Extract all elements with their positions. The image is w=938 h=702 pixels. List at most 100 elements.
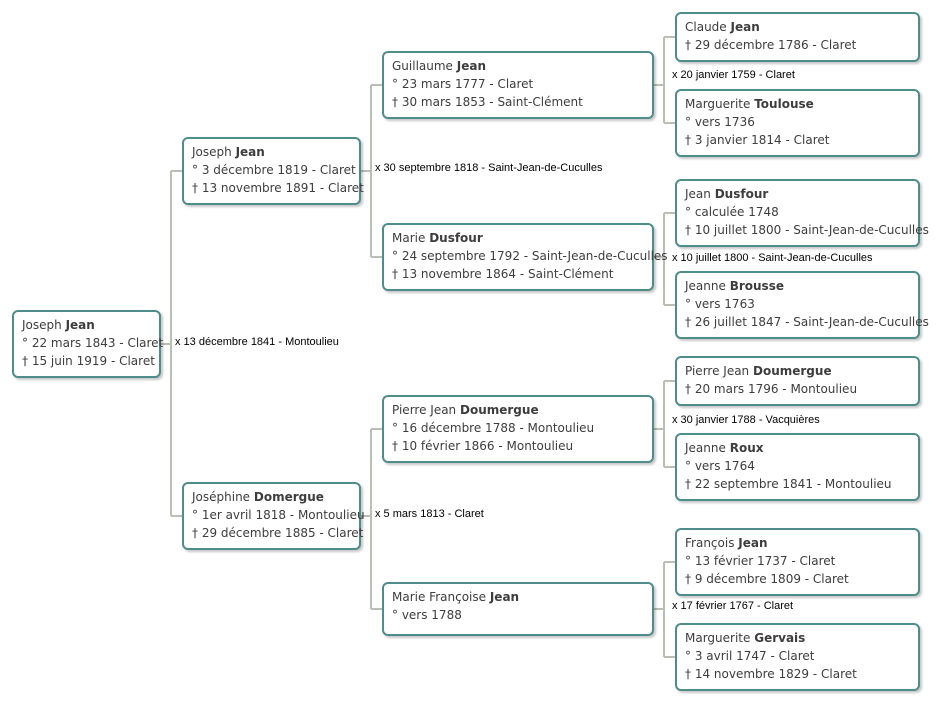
given-name: Guillaume bbox=[392, 59, 453, 73]
life-event: † 29 décembre 1885 - Claret bbox=[192, 526, 364, 540]
surname: Jean bbox=[235, 145, 265, 159]
marriage-label-gen2: x 13 décembre 1841 - Montoulieu bbox=[175, 335, 339, 349]
marriage-label-gg-2: x 10 juillet 1800 - Saint-Jean-de-Cucull… bbox=[672, 251, 873, 265]
surname: Doumergue bbox=[753, 364, 832, 378]
person-card-great-grandparent-1[interactable]: Claude Jean † 29 décembre 1786 - Claret bbox=[675, 12, 920, 62]
life-event: ° vers 1764 bbox=[685, 459, 755, 473]
surname: Jean bbox=[456, 59, 487, 73]
life-event: † 22 septembre 1841 - Montoulieu bbox=[685, 477, 892, 491]
surname: Roux bbox=[729, 441, 764, 455]
surname: Jean bbox=[738, 536, 768, 550]
given-name: Claude bbox=[685, 20, 727, 34]
life-event: † 26 juillet 1847 - Saint-Jean-de-Cucull… bbox=[685, 315, 929, 329]
person-card-great-grandparent-3[interactable]: Jean Dusfour ° calculée 1748 † 10 juillet … bbox=[675, 179, 929, 247]
person-name: Joseph Jean bbox=[22, 316, 151, 334]
given-name: Jean bbox=[685, 187, 711, 201]
given-name: Pierre Jean bbox=[392, 403, 457, 417]
surname: Toulouse bbox=[754, 97, 814, 111]
surname: Jean bbox=[65, 318, 95, 332]
person-card-root[interactable]: Joseph Jean ° 22 mars 1843 - Claret † 15 j… bbox=[12, 310, 164, 378]
connector-bracket bbox=[361, 84, 382, 258]
connector-bracket bbox=[654, 561, 675, 658]
life-event: † 29 décembre 1786 - Claret bbox=[685, 38, 857, 52]
life-event: † 3 janvier 1814 - Claret bbox=[685, 133, 830, 147]
given-name: Joséphine bbox=[192, 490, 251, 504]
life-event: ° vers 1788 bbox=[392, 608, 462, 622]
surname: Domergue bbox=[253, 490, 324, 504]
life-event: ° vers 1763 bbox=[685, 297, 755, 311]
surname: Dusfour bbox=[429, 231, 483, 245]
person-name: Jean Dusfour bbox=[685, 185, 910, 203]
life-event: † 20 mars 1796 - Montoulieu bbox=[685, 382, 858, 396]
person-card-father[interactable]: Joseph Jean ° 3 décembre 1819 - Claret † 1… bbox=[182, 137, 364, 205]
person-card-great-grandparent-4[interactable]: Jeanne Brousse ° vers 1763 † 26 juillet 18… bbox=[675, 271, 929, 339]
given-name: Pierre Jean bbox=[685, 364, 750, 378]
person-name: Marie Dusfour bbox=[392, 229, 644, 247]
marriage-label-gg-3: x 30 janvier 1788 - Vacquières bbox=[672, 413, 820, 427]
life-event: † 13 novembre 1864 - Saint-Clément bbox=[392, 267, 614, 281]
person-card-maternal-grandfather[interactable]: Pierre Jean Doumergue ° 16 décembre 1788 … bbox=[382, 395, 654, 463]
marriage-label-maternal: x 5 mars 1813 - Claret bbox=[375, 507, 484, 521]
connector-bracket bbox=[654, 212, 675, 306]
life-event: ° 13 février 1737 - Claret bbox=[685, 554, 836, 568]
given-name: Joseph bbox=[192, 145, 232, 159]
life-event: ° 22 mars 1843 - Claret bbox=[22, 336, 164, 350]
life-event: † 30 mars 1853 - Saint-Clément bbox=[392, 95, 583, 109]
life-event: † 9 décembre 1809 - Claret bbox=[685, 572, 849, 586]
life-event: ° vers 1736 bbox=[685, 115, 755, 129]
person-card-paternal-grandmother[interactable]: Marie Dusfour ° 24 septembre 1792 - Saint… bbox=[382, 223, 668, 291]
person-name: Marguerite Toulouse bbox=[685, 95, 910, 113]
person-name: Jeanne Brousse bbox=[685, 277, 910, 295]
person-card-great-grandparent-2[interactable]: Marguerite Toulouse ° vers 1736 † 3 janvie… bbox=[675, 89, 920, 157]
given-name: Jeanne bbox=[685, 279, 726, 293]
marriage-label-gg-4: x 17 février 1767 - Claret bbox=[672, 599, 794, 613]
life-event: ° 3 décembre 1819 - Claret bbox=[192, 163, 356, 177]
surname: Gervais bbox=[754, 631, 806, 645]
given-name: Marie bbox=[392, 231, 426, 245]
person-name: Joséphine Domergue bbox=[192, 488, 351, 506]
given-name: Marie Françoise bbox=[392, 590, 487, 604]
surname: Doumergue bbox=[460, 403, 539, 417]
life-event: ° 16 décembre 1788 - Montoulieu bbox=[392, 421, 595, 435]
life-event: ° calculée 1748 bbox=[685, 205, 779, 219]
person-card-mother[interactable]: Joséphine Domergue ° 1er avril 1818 - Mon… bbox=[182, 482, 365, 550]
person-card-great-grandparent-5[interactable]: Pierre Jean Doumergue † 20 mars 1796 - Mo… bbox=[675, 356, 920, 406]
person-card-great-grandparent-6[interactable]: Jeanne Roux ° vers 1764 † 22 septembre 184… bbox=[675, 433, 920, 501]
person-card-great-grandparent-7[interactable]: François Jean ° 13 février 1737 - Claret †… bbox=[675, 528, 920, 596]
person-name: Guillaume Jean bbox=[392, 57, 644, 75]
given-name: François bbox=[685, 536, 735, 550]
person-card-maternal-grandmother[interactable]: Marie Françoise Jean ° vers 1788 bbox=[382, 582, 654, 636]
life-event: † 10 juillet 1800 - Saint-Jean-de-Cucull… bbox=[685, 223, 929, 237]
connector-bracket bbox=[654, 380, 675, 468]
given-name: Marguerite bbox=[685, 97, 751, 111]
life-event: † 13 novembre 1891 - Claret bbox=[192, 181, 364, 195]
marriage-label-paternal: x 30 septembre 1818 - Saint-Jean-de-Cucu… bbox=[375, 161, 603, 175]
person-card-paternal-grandfather[interactable]: Guillaume Jean ° 23 mars 1777 - Claret † 3… bbox=[382, 51, 654, 119]
person-name: François Jean bbox=[685, 534, 910, 552]
person-name: Jeanne Roux bbox=[685, 439, 910, 457]
person-name: Marie Françoise Jean bbox=[392, 588, 644, 606]
person-card-great-grandparent-8[interactable]: Marguerite Gervais ° 3 avril 1747 - Clare… bbox=[675, 623, 920, 691]
surname: Dusfour bbox=[714, 187, 769, 201]
life-event: ° 24 septembre 1792 - Saint-Jean-de-Cucu… bbox=[392, 249, 668, 263]
person-name: Pierre Jean Doumergue bbox=[392, 401, 644, 419]
surname: Jean bbox=[489, 590, 520, 604]
connector-bracket bbox=[161, 170, 182, 517]
surname: Brousse bbox=[729, 279, 784, 293]
marriage-label-gg-1: x 20 janvier 1759 - Claret bbox=[672, 68, 795, 82]
person-name: Pierre Jean Doumergue bbox=[685, 362, 910, 380]
person-name: Claude Jean bbox=[685, 18, 910, 36]
person-name: Marguerite Gervais bbox=[685, 629, 910, 647]
life-event: † 15 juin 1919 - Claret bbox=[22, 354, 155, 368]
life-event: ° 23 mars 1777 - Claret bbox=[392, 77, 534, 91]
life-event: ° 1er avril 1818 - Montoulieu bbox=[192, 508, 365, 522]
connector-bracket bbox=[361, 428, 382, 610]
given-name: Jeanne bbox=[685, 441, 726, 455]
connector-bracket bbox=[654, 36, 675, 124]
given-name: Joseph bbox=[22, 318, 62, 332]
life-event: ° 3 avril 1747 - Claret bbox=[685, 649, 815, 663]
person-name: Joseph Jean bbox=[192, 143, 351, 161]
given-name: Marguerite bbox=[685, 631, 751, 645]
life-event: † 10 février 1866 - Montoulieu bbox=[392, 439, 574, 453]
